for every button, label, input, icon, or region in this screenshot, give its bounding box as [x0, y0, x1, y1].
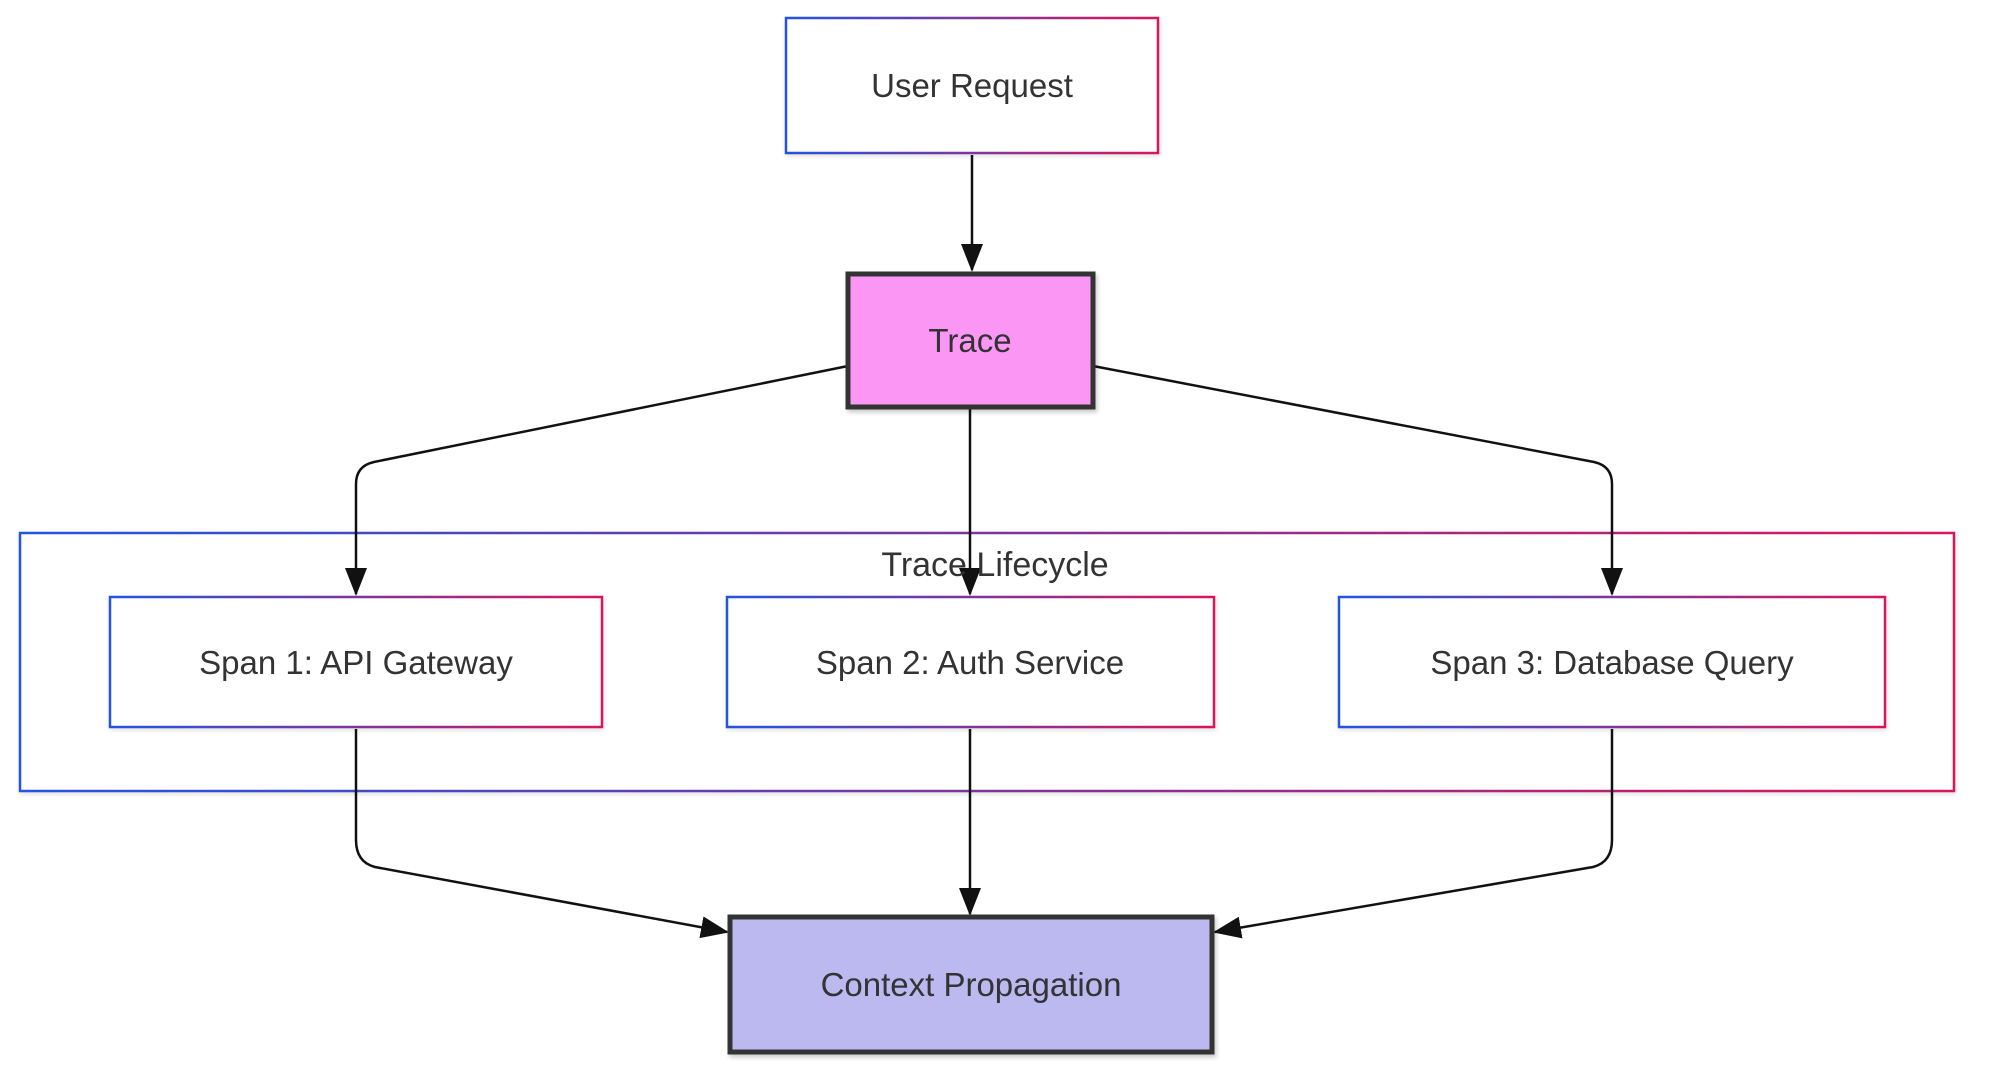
edge-span3-to-context-propagation [1213, 729, 1614, 939]
node-span3 [1337, 595, 1887, 729]
node-span2 [725, 595, 1216, 729]
node-span2-label: Span 2: Auth Service [816, 644, 1124, 681]
node-trace [845, 271, 1096, 410]
node-trace-label: Trace [928, 322, 1011, 359]
edge-group [345, 155, 1623, 939]
edge-span1-to-context-propagation [354, 729, 729, 939]
node-span1 [108, 595, 604, 729]
node-user-request-label: User Request [871, 67, 1073, 104]
node-context-propagation [727, 914, 1215, 1055]
edge-trace-to-span3 [1092, 364, 1623, 596]
node-span3-label: Span 3: Database Query [1430, 644, 1794, 681]
node-span1-label: Span 1: API Gateway [199, 644, 513, 681]
edge-trace-to-span1 [345, 364, 849, 596]
trace-lifecycle-container-label: Trace Lifecycle [881, 546, 1108, 584]
label-group: Trace Lifecycle User Request Trace Span … [199, 67, 1794, 1003]
node-user-request [784, 16, 1160, 155]
node-context-propagation-label: Context Propagation [821, 966, 1122, 1003]
